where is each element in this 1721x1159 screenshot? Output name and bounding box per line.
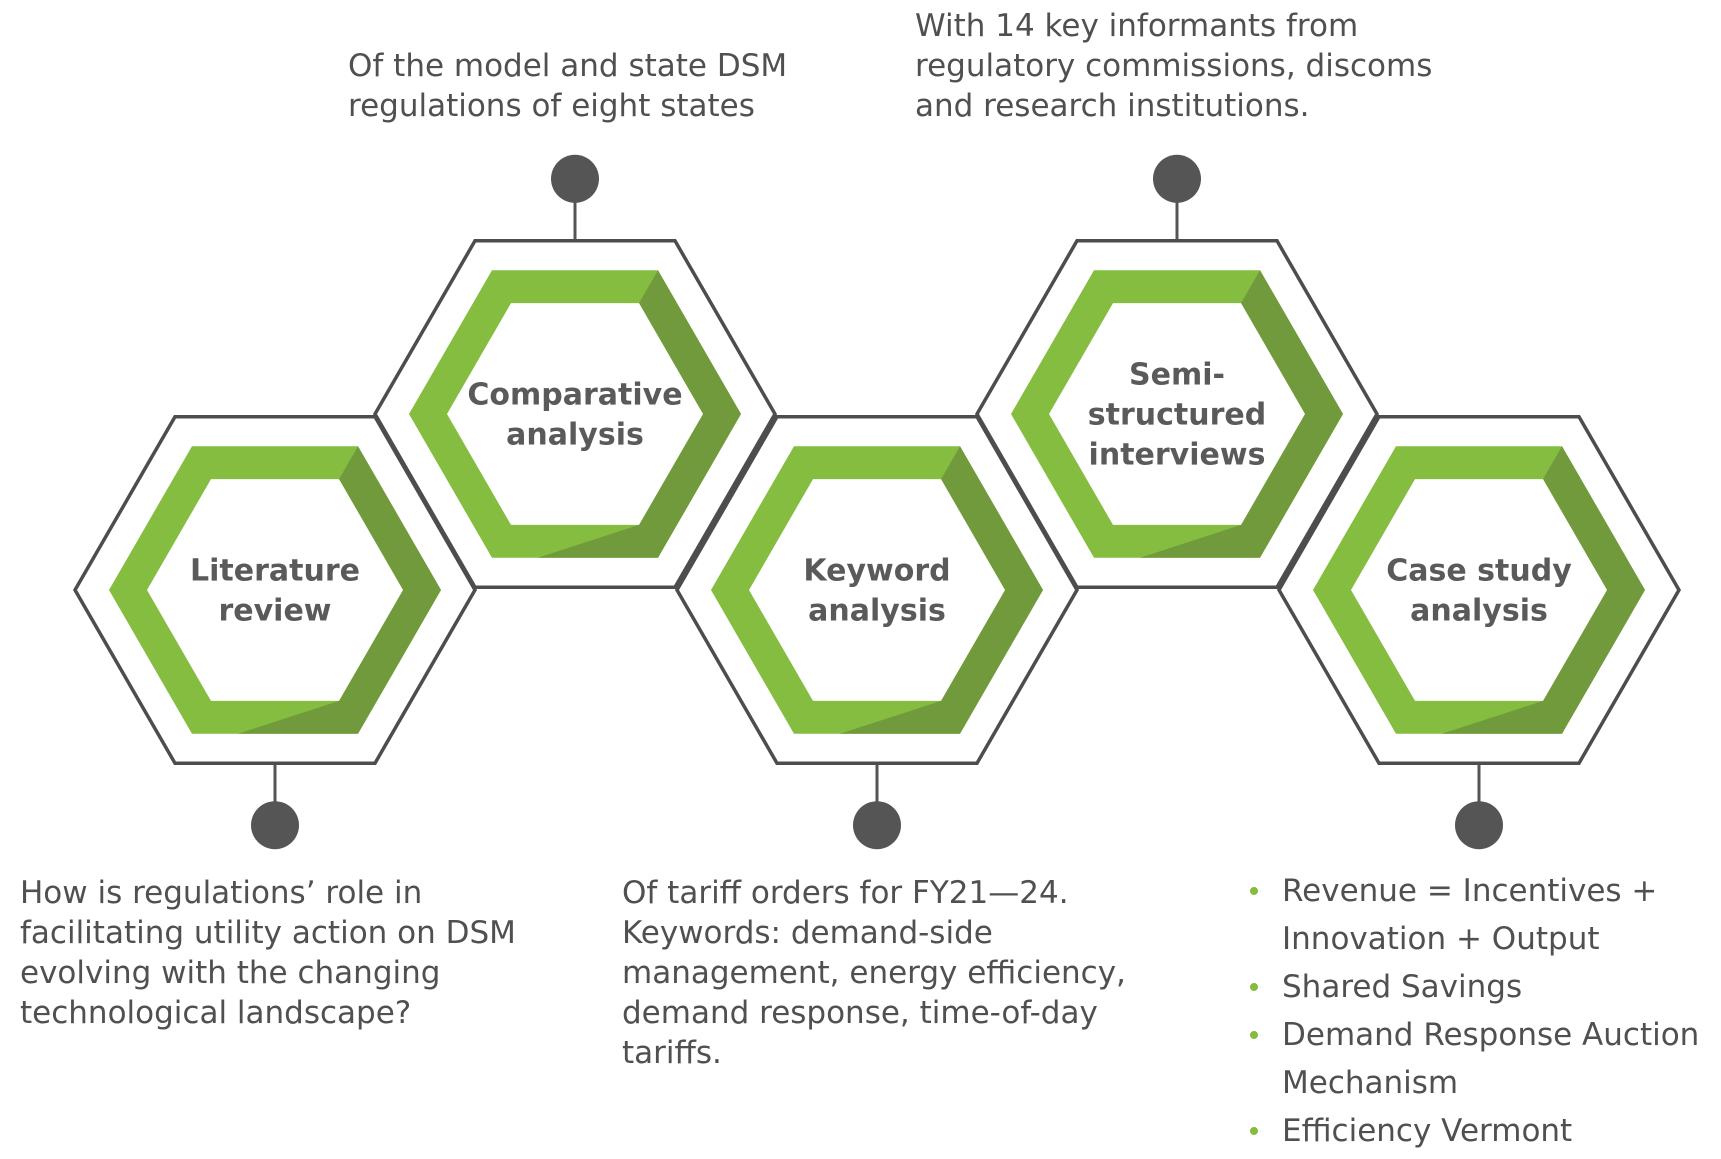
case-study-analysis-hex-inner bbox=[1351, 479, 1607, 701]
keyword-analysis-hexagon: Keyword analysis bbox=[674, 415, 1080, 765]
literature-review-hex-shadow bbox=[238, 446, 441, 734]
literature-review-connector-node bbox=[251, 801, 299, 850]
connectors-layer bbox=[251, 154, 1503, 850]
case-study-bullet: Efficiency Vermont bbox=[1244, 1107, 1699, 1155]
bullet-icon bbox=[1250, 887, 1258, 895]
literature-review-label-line: review bbox=[218, 594, 331, 629]
bullet-text: Efficiency Vermont bbox=[1282, 1113, 1573, 1149]
bullet-icon bbox=[1250, 1127, 1258, 1135]
case-study-analysis-connector-node bbox=[1455, 801, 1503, 850]
bullet-text: Demand Response Auction Mechanism bbox=[1282, 1017, 1700, 1101]
bullet-icon bbox=[1250, 1031, 1258, 1039]
literature-review-label-line: Literature bbox=[190, 554, 360, 589]
literature-review-hex-inner bbox=[147, 479, 403, 701]
keyword-analysis-label-line: analysis bbox=[808, 594, 946, 629]
semi-structured-interviews-label-line: structured bbox=[1088, 398, 1266, 433]
case-study-analysis-hex-shadow bbox=[1442, 446, 1645, 734]
semi-structured-interviews-hex-inner bbox=[1049, 303, 1305, 525]
semi-structured-interviews-hexagon: Semi-structured interviews bbox=[974, 239, 1380, 589]
comparative-analysis-connector-node bbox=[551, 154, 599, 203]
bullet-text: Shared Savings bbox=[1282, 969, 1523, 1005]
literature-review-description: How is regulations’ role in facilitating… bbox=[20, 875, 516, 1031]
case-study-analysis-hexagon: Case study analysis bbox=[1276, 415, 1682, 765]
keyword-analysis-label-line: Keyword bbox=[803, 554, 950, 589]
comparative-analysis-hex-inner bbox=[447, 303, 703, 525]
case-study-analysis-label-line: Case study bbox=[1386, 554, 1572, 589]
comparative-analysis-label-line: analysis bbox=[506, 418, 644, 453]
case-study-analysis-label-line: analysis bbox=[1410, 594, 1548, 629]
comparative-analysis-label-line: Comparative bbox=[467, 378, 682, 413]
case-study-bullet-list: Revenue = Incentives + Innovation + Outp… bbox=[1244, 867, 1699, 1155]
semi-structured-interviews-label-line: Semi- bbox=[1129, 358, 1225, 393]
keyword-analysis-hex-shadow bbox=[840, 446, 1043, 734]
interviews-description: With 14 key informants from regulatory c… bbox=[915, 8, 1433, 124]
literature-review-hexagon: Literature review bbox=[72, 415, 478, 765]
semi-structured-interviews-label-line: interviews bbox=[1089, 438, 1266, 473]
case-study-bullet: Demand Response Auction Mechanism bbox=[1244, 1011, 1699, 1107]
comparative-analysis-hexagon: Comparative analysis bbox=[372, 239, 778, 589]
hexagons-layer: LiteraturereviewComparativeanalysisKeywo… bbox=[72, 239, 1682, 765]
case-study-bullet: Revenue = Incentives + Innovation + Outp… bbox=[1244, 867, 1699, 963]
bullet-text: Revenue = Incentives + Innovation + Outp… bbox=[1282, 873, 1658, 957]
keyword-analysis-connector-node bbox=[853, 801, 901, 850]
semi-structured-interviews-connector-node bbox=[1153, 154, 1201, 203]
keyword-analysis-description: Of tariff orders for FY21—24. Keywords: … bbox=[622, 875, 1126, 1071]
semi-structured-interviews-hex-shadow bbox=[1140, 270, 1343, 558]
comparative-analysis-hex-shadow bbox=[538, 270, 741, 558]
bullet-icon bbox=[1250, 983, 1258, 991]
keyword-analysis-hex-inner bbox=[749, 479, 1005, 701]
comparative-analysis-description: Of the model and state DSM regulations o… bbox=[348, 48, 788, 124]
case-study-bullet: Shared Savings bbox=[1244, 963, 1699, 1011]
